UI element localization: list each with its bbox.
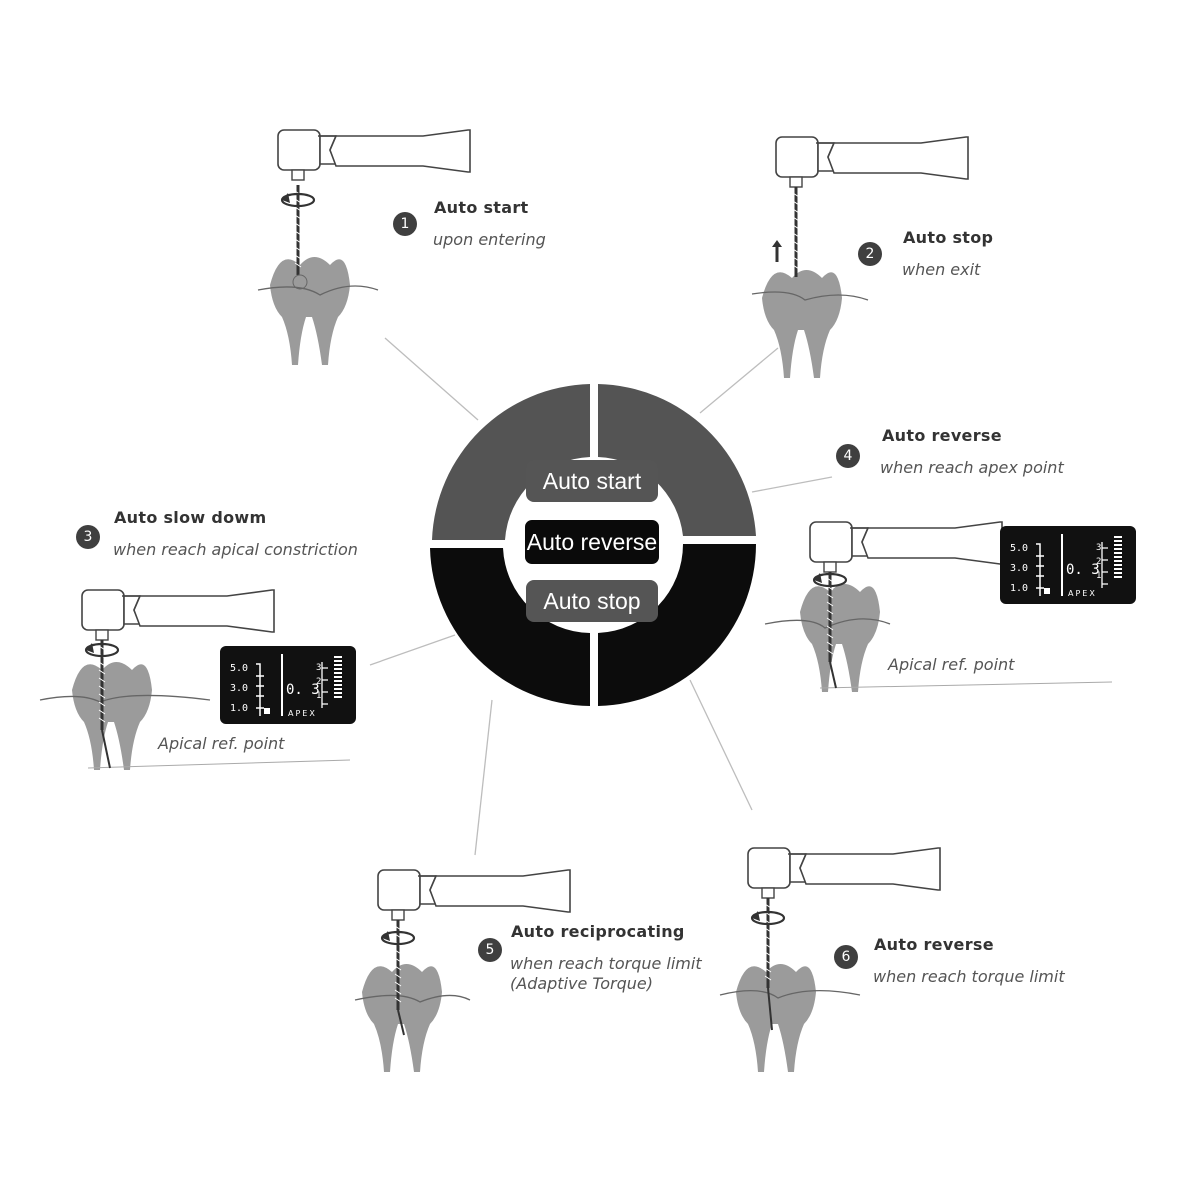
step-number-badge: 3 [76, 525, 100, 549]
step-title: Auto reverse [874, 935, 994, 954]
step-title: Auto reverse [882, 426, 1002, 445]
ring-segment-top-right [598, 384, 756, 536]
pill-auto-start: Auto start [526, 460, 658, 502]
display-scale-r2: 2 [1096, 557, 1101, 567]
step-subtitle: when exit [902, 260, 981, 279]
display-scale-3: 3.0 [230, 683, 248, 694]
step-title: Auto reciprocating [511, 922, 685, 941]
step-title: Auto start [434, 198, 529, 217]
illustration-auto-reciprocating [354, 869, 571, 1072]
step-number-badge: 6 [834, 945, 858, 969]
step-subtitle: upon entering [433, 230, 546, 249]
display-reading: 0. 3 [286, 682, 320, 698]
illustration-auto-slow-down [39, 589, 351, 770]
step-subtitle: when reach torque limit [873, 967, 1065, 986]
illustration-auto-reverse-apex [764, 521, 1113, 692]
apical-ref-label: Apical ref. point [158, 734, 285, 753]
connector-lines [369, 337, 833, 856]
step-number-badge: 5 [478, 938, 502, 962]
illustration-auto-stop [751, 136, 969, 378]
ring-segment-bottom-left [430, 548, 590, 706]
ring-segment-bottom-right [598, 544, 757, 706]
display-scale-r1: 1 [1096, 571, 1101, 581]
apex-display-right: 5.0 3.0 1.0 0. 3 3 2 1 APEX [1000, 526, 1136, 604]
display-apex-label: APEX [1068, 589, 1097, 598]
display-scale-5: 5.0 [230, 663, 248, 674]
ring-segment-top-left [432, 384, 590, 540]
display-scale-1: 1.0 [1010, 583, 1028, 594]
mode-ring [430, 384, 757, 706]
display-scale-r1: 1 [316, 691, 321, 701]
apex-display-left: 5.0 3.0 1.0 0. 3 3 2 1 APEX [220, 646, 356, 724]
display-reading: 0. 3 [1066, 562, 1100, 578]
step-title: Auto slow dowm [114, 508, 267, 527]
display-scale-5: 5.0 [1010, 543, 1028, 554]
pill-auto-reverse: Auto reverse [524, 519, 660, 565]
display-scale-3: 3.0 [1010, 563, 1028, 574]
display-scale-r3: 3 [316, 663, 321, 673]
apical-ref-label: Apical ref. point [888, 655, 1015, 674]
step-subtitle: when reach apex point [880, 458, 1064, 477]
step-number-badge: 1 [393, 212, 417, 236]
display-apex-label: APEX [288, 709, 317, 718]
display-scale-1: 1.0 [230, 703, 248, 714]
pill-auto-stop: Auto stop [526, 580, 658, 622]
illustration-auto-start [257, 129, 471, 365]
step-number-badge: 4 [836, 444, 860, 468]
step-number-badge: 2 [858, 242, 882, 266]
step-subtitle: when reach apical constriction [113, 540, 358, 559]
display-scale-r2: 2 [316, 677, 321, 687]
step-subtitle: when reach torque limit [510, 954, 702, 973]
step-subtitle-note: (Adaptive Torque) [510, 974, 653, 993]
display-scale-r3: 3 [1096, 543, 1101, 553]
step-title: Auto stop [903, 228, 994, 247]
illustration-auto-reverse-torque [719, 847, 941, 1072]
